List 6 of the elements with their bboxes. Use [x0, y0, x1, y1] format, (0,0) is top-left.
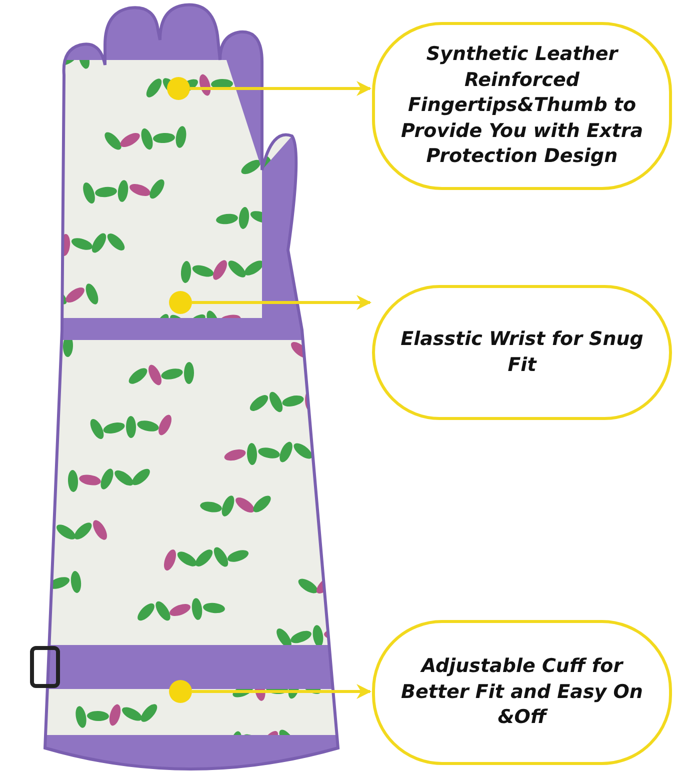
callout-box: Synthetic Leather Reinforced Fingertips&Thumb to Provide You with Extra Protection Design: [372, 22, 672, 190]
callout-box: Adjustable Cuff for Better Fit and Easy On &Off: [372, 620, 672, 765]
callout-box: Elasstic Wrist for Snug Fit: [372, 285, 672, 420]
arrow: [192, 684, 372, 699]
arrow: [192, 295, 372, 310]
arrow: [190, 81, 372, 96]
